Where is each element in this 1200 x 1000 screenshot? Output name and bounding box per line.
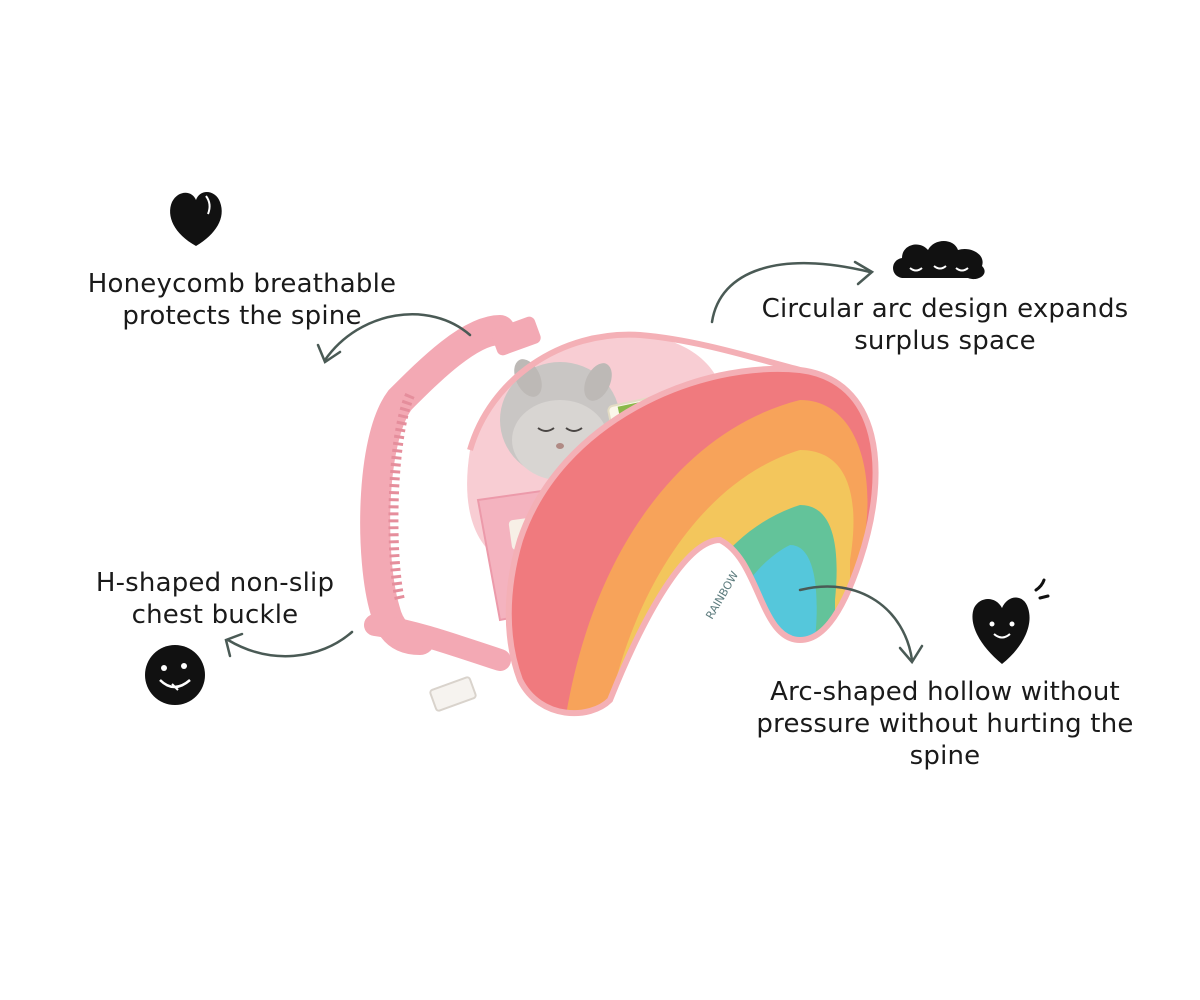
callout-honeycomb-line1: Honeycomb breathable xyxy=(87,269,397,299)
callout-hollow: Arc-shaped hollow without pressure witho… xyxy=(740,676,1150,772)
callout-arc-design: Circular arc design expands surplus spac… xyxy=(745,293,1145,357)
arrow-honeycomb xyxy=(323,313,472,362)
smiley-doodle-icon xyxy=(145,645,205,705)
callout-honeycomb-line2: protects the spine xyxy=(122,301,362,331)
chest-buckle-strap xyxy=(364,614,511,671)
callout-chest-buckle-line1: H-shaped non-slip xyxy=(95,568,335,598)
callout-hollow-line2: pressure without hurting the xyxy=(756,709,1134,739)
callout-honeycomb: Honeycomb breathable protects the spine xyxy=(60,268,424,332)
callout-hollow-line1: Arc-shaped hollow without xyxy=(770,677,1120,707)
callout-chest-buckle: H-shaped non-slip chest buckle xyxy=(60,567,370,631)
arrow-chest-buckle xyxy=(226,630,354,658)
callout-arc-design-line2: surplus space xyxy=(854,326,1036,356)
arrow-arc-design xyxy=(710,261,872,324)
callout-arc-design-line1: Circular arc design expands xyxy=(761,294,1129,324)
callout-chest-buckle-line2: chest buckle xyxy=(131,600,299,630)
cloud-doodle-icon xyxy=(893,241,985,280)
heart-face-doodle-icon xyxy=(972,578,1050,664)
heart-doodle-icon xyxy=(170,191,222,246)
callout-hollow-line3: spine xyxy=(909,741,981,771)
arrow-hollow xyxy=(798,585,914,662)
